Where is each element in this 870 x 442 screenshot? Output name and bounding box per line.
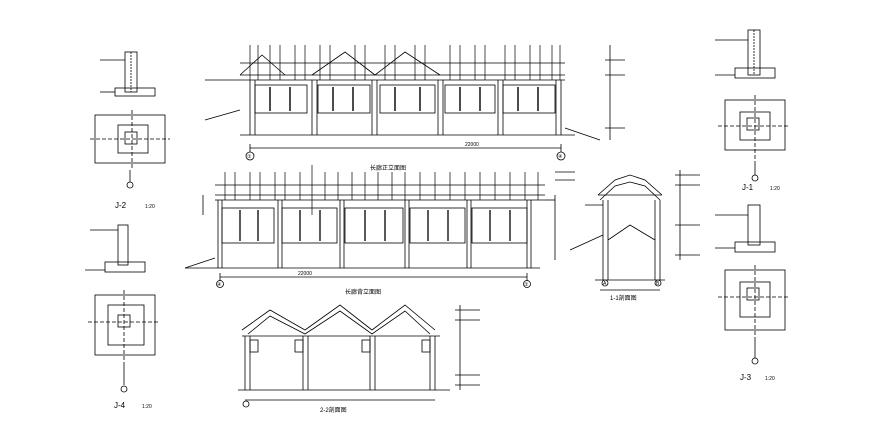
front-elevation bbox=[204, 45, 625, 152]
footing-j2-scale: 1:20 bbox=[145, 204, 155, 210]
axis-marker-mid-left bbox=[216, 280, 224, 288]
front-elevation-title: 长廊正立面图 bbox=[370, 164, 406, 172]
footing-j3-scale: 1:20 bbox=[765, 376, 775, 382]
rear-elevation bbox=[184, 165, 575, 281]
footing-j4 bbox=[85, 224, 160, 385]
footing-j4-label: J-4 bbox=[114, 401, 126, 410]
footing-j4-scale: 1:20 bbox=[142, 404, 152, 410]
bottom-section bbox=[238, 304, 480, 401]
footing-j2-label: J-2 bbox=[115, 201, 127, 210]
axis-marker-mid-right bbox=[523, 280, 531, 288]
axis-label-front-left: ① bbox=[247, 154, 252, 160]
axis-label-mid-left: ④ bbox=[217, 282, 222, 288]
axis-marker-bottom-left bbox=[242, 400, 250, 408]
footing-j3-axis bbox=[751, 357, 759, 365]
footing-j2-axis bbox=[126, 181, 134, 189]
footing-j3-label: J-3 bbox=[740, 373, 752, 382]
axis-marker-front-right bbox=[556, 151, 566, 161]
rear-elevation-title: 长廊背立面图 bbox=[345, 288, 381, 296]
axis-marker-small-left bbox=[601, 279, 609, 287]
footing-j4-axis bbox=[120, 385, 128, 393]
side-section-title: 1-1剖面图 bbox=[610, 294, 637, 302]
footing-j1-axis bbox=[751, 174, 759, 182]
bottom-section-title: 2-2剖面图 bbox=[320, 406, 347, 414]
footing-j2 bbox=[90, 51, 170, 182]
axis-label-small-right: B bbox=[656, 281, 660, 287]
footing-j1 bbox=[715, 29, 790, 175]
axis-label-small-left: A bbox=[603, 281, 607, 287]
footing-j1-scale: 1:20 bbox=[770, 186, 780, 192]
front-total-dimension: 22000 bbox=[465, 142, 479, 148]
footing-j3 bbox=[715, 204, 790, 358]
rear-total-dimension: 22000 bbox=[298, 271, 312, 277]
side-section bbox=[569, 170, 700, 291]
footing-j1-label: J-1 bbox=[742, 183, 754, 192]
axis-label-mid-right: ① bbox=[524, 282, 529, 288]
axis-marker-small-right bbox=[654, 279, 662, 287]
axis-marker-front-left bbox=[245, 151, 255, 161]
axis-label-front-right: ④ bbox=[558, 154, 563, 160]
